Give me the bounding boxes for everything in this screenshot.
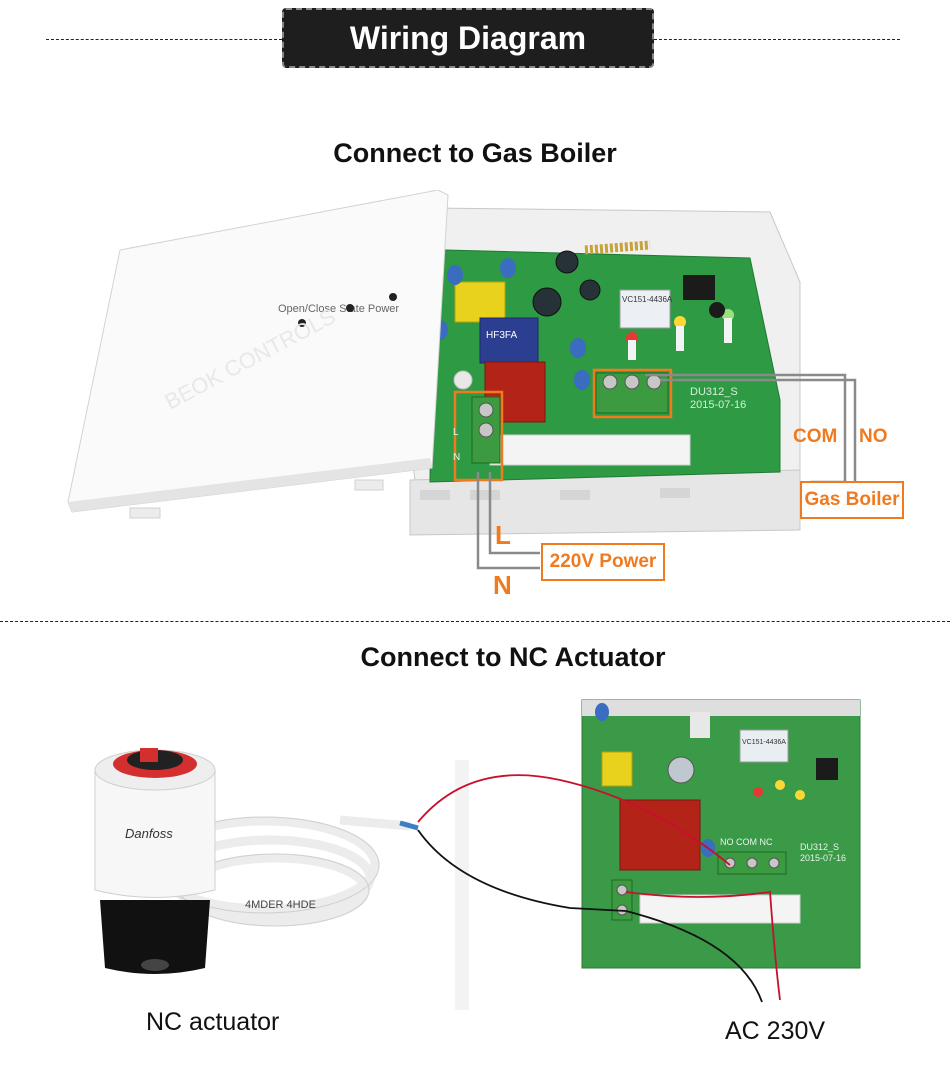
section-divider	[0, 621, 950, 622]
label-com: COM	[793, 426, 838, 447]
blue-cap-1	[447, 265, 463, 285]
mounting-hole	[453, 370, 473, 390]
page-title: Wiring Diagram	[349, 19, 587, 56]
chip	[683, 275, 715, 300]
svg-text:VC151-4436A: VC151-4436A	[622, 295, 673, 304]
svg-text:Danfoss: Danfoss	[125, 826, 173, 841]
nc-actuator-illustration: 4MDER 4HDE Danfoss VC151-4436A NO COM NC…	[94, 699, 861, 1010]
thermostat-receiver-illustration: HF3FA VC151-4436A DU	[67, 190, 857, 570]
nc-wires-red	[417, 774, 781, 1001]
blue-cap-4	[574, 370, 590, 390]
svg-text:DU312_S: DU312_S	[690, 386, 738, 398]
actuator-body: Danfoss	[94, 748, 216, 974]
svg-text:NO COM NC: NO COM NC	[720, 837, 773, 847]
svg-text:VC151-4436A: VC151-4436A	[742, 739, 786, 746]
label-no: NO	[859, 426, 888, 447]
label-ac-230v: AC 230V	[725, 1017, 826, 1045]
section-nc-actuator-title: Connect to NC Actuator	[360, 642, 666, 672]
svg-text:L: L	[453, 427, 459, 438]
nc-pcb-photo: VC151-4436A NO COM NC DU312_S 2015-07-16	[581, 699, 861, 969]
led-green-post	[724, 318, 732, 343]
label-gas-boiler: Gas Boiler	[800, 481, 904, 519]
svg-text:DU312_S: DU312_S	[800, 842, 839, 852]
faint-separator	[455, 760, 469, 1010]
led-yellow	[674, 316, 686, 328]
led-red-post	[628, 340, 636, 360]
svg-text:2015-07-16: 2015-07-16	[690, 399, 746, 411]
receiver-lid: Open/Close State Power BEOK CONTROLS	[67, 190, 449, 519]
actuator-cable-lead	[339, 815, 411, 831]
svg-text:N: N	[453, 452, 460, 463]
transistor	[709, 302, 725, 318]
blue-cap-5	[500, 258, 516, 278]
label-n: N	[493, 570, 512, 600]
relay: HF3FA	[479, 317, 539, 364]
led-power	[389, 293, 397, 301]
svg-text:4MDER 4HDE: 4MDER 4HDE	[245, 899, 316, 911]
relay-terminal-block	[595, 372, 669, 414]
section-gas-boiler-title: Connect to Gas Boiler	[333, 138, 617, 168]
label-l: L	[495, 520, 511, 550]
led-yellow-post	[676, 326, 684, 351]
wires-power	[476, 472, 540, 570]
led-open-close-state	[298, 319, 306, 327]
actuator-cable-blue	[399, 820, 419, 831]
capacitor-large	[532, 287, 562, 317]
capacitor-top	[555, 250, 579, 274]
nc-wires-black	[417, 829, 763, 1003]
capacitor-right	[579, 279, 601, 301]
receiver-pcb: HF3FA VC151-4436A DU	[429, 240, 781, 483]
svg-text:Open/Close State Power: Open/Close State Power	[278, 303, 399, 315]
header-right-divider	[654, 39, 900, 40]
rf-module: VC151-4436A	[619, 289, 673, 329]
transformer	[454, 281, 506, 323]
relay-terminal-highlight	[592, 368, 673, 419]
header-banner: Wiring Diagram	[282, 8, 654, 68]
label-nc-actuator: NC actuator	[146, 1008, 280, 1036]
antenna-coil	[584, 240, 651, 255]
label-220v-power: 220V Power	[541, 543, 665, 581]
svg-text:HF3FA: HF3FA	[486, 330, 517, 341]
power-terminal-block	[471, 396, 501, 464]
blue-cap-3	[570, 338, 586, 358]
header-left-divider	[46, 39, 282, 40]
svg-text:2015-07-16: 2015-07-16	[800, 853, 846, 863]
led-indicator-mid	[346, 304, 354, 312]
